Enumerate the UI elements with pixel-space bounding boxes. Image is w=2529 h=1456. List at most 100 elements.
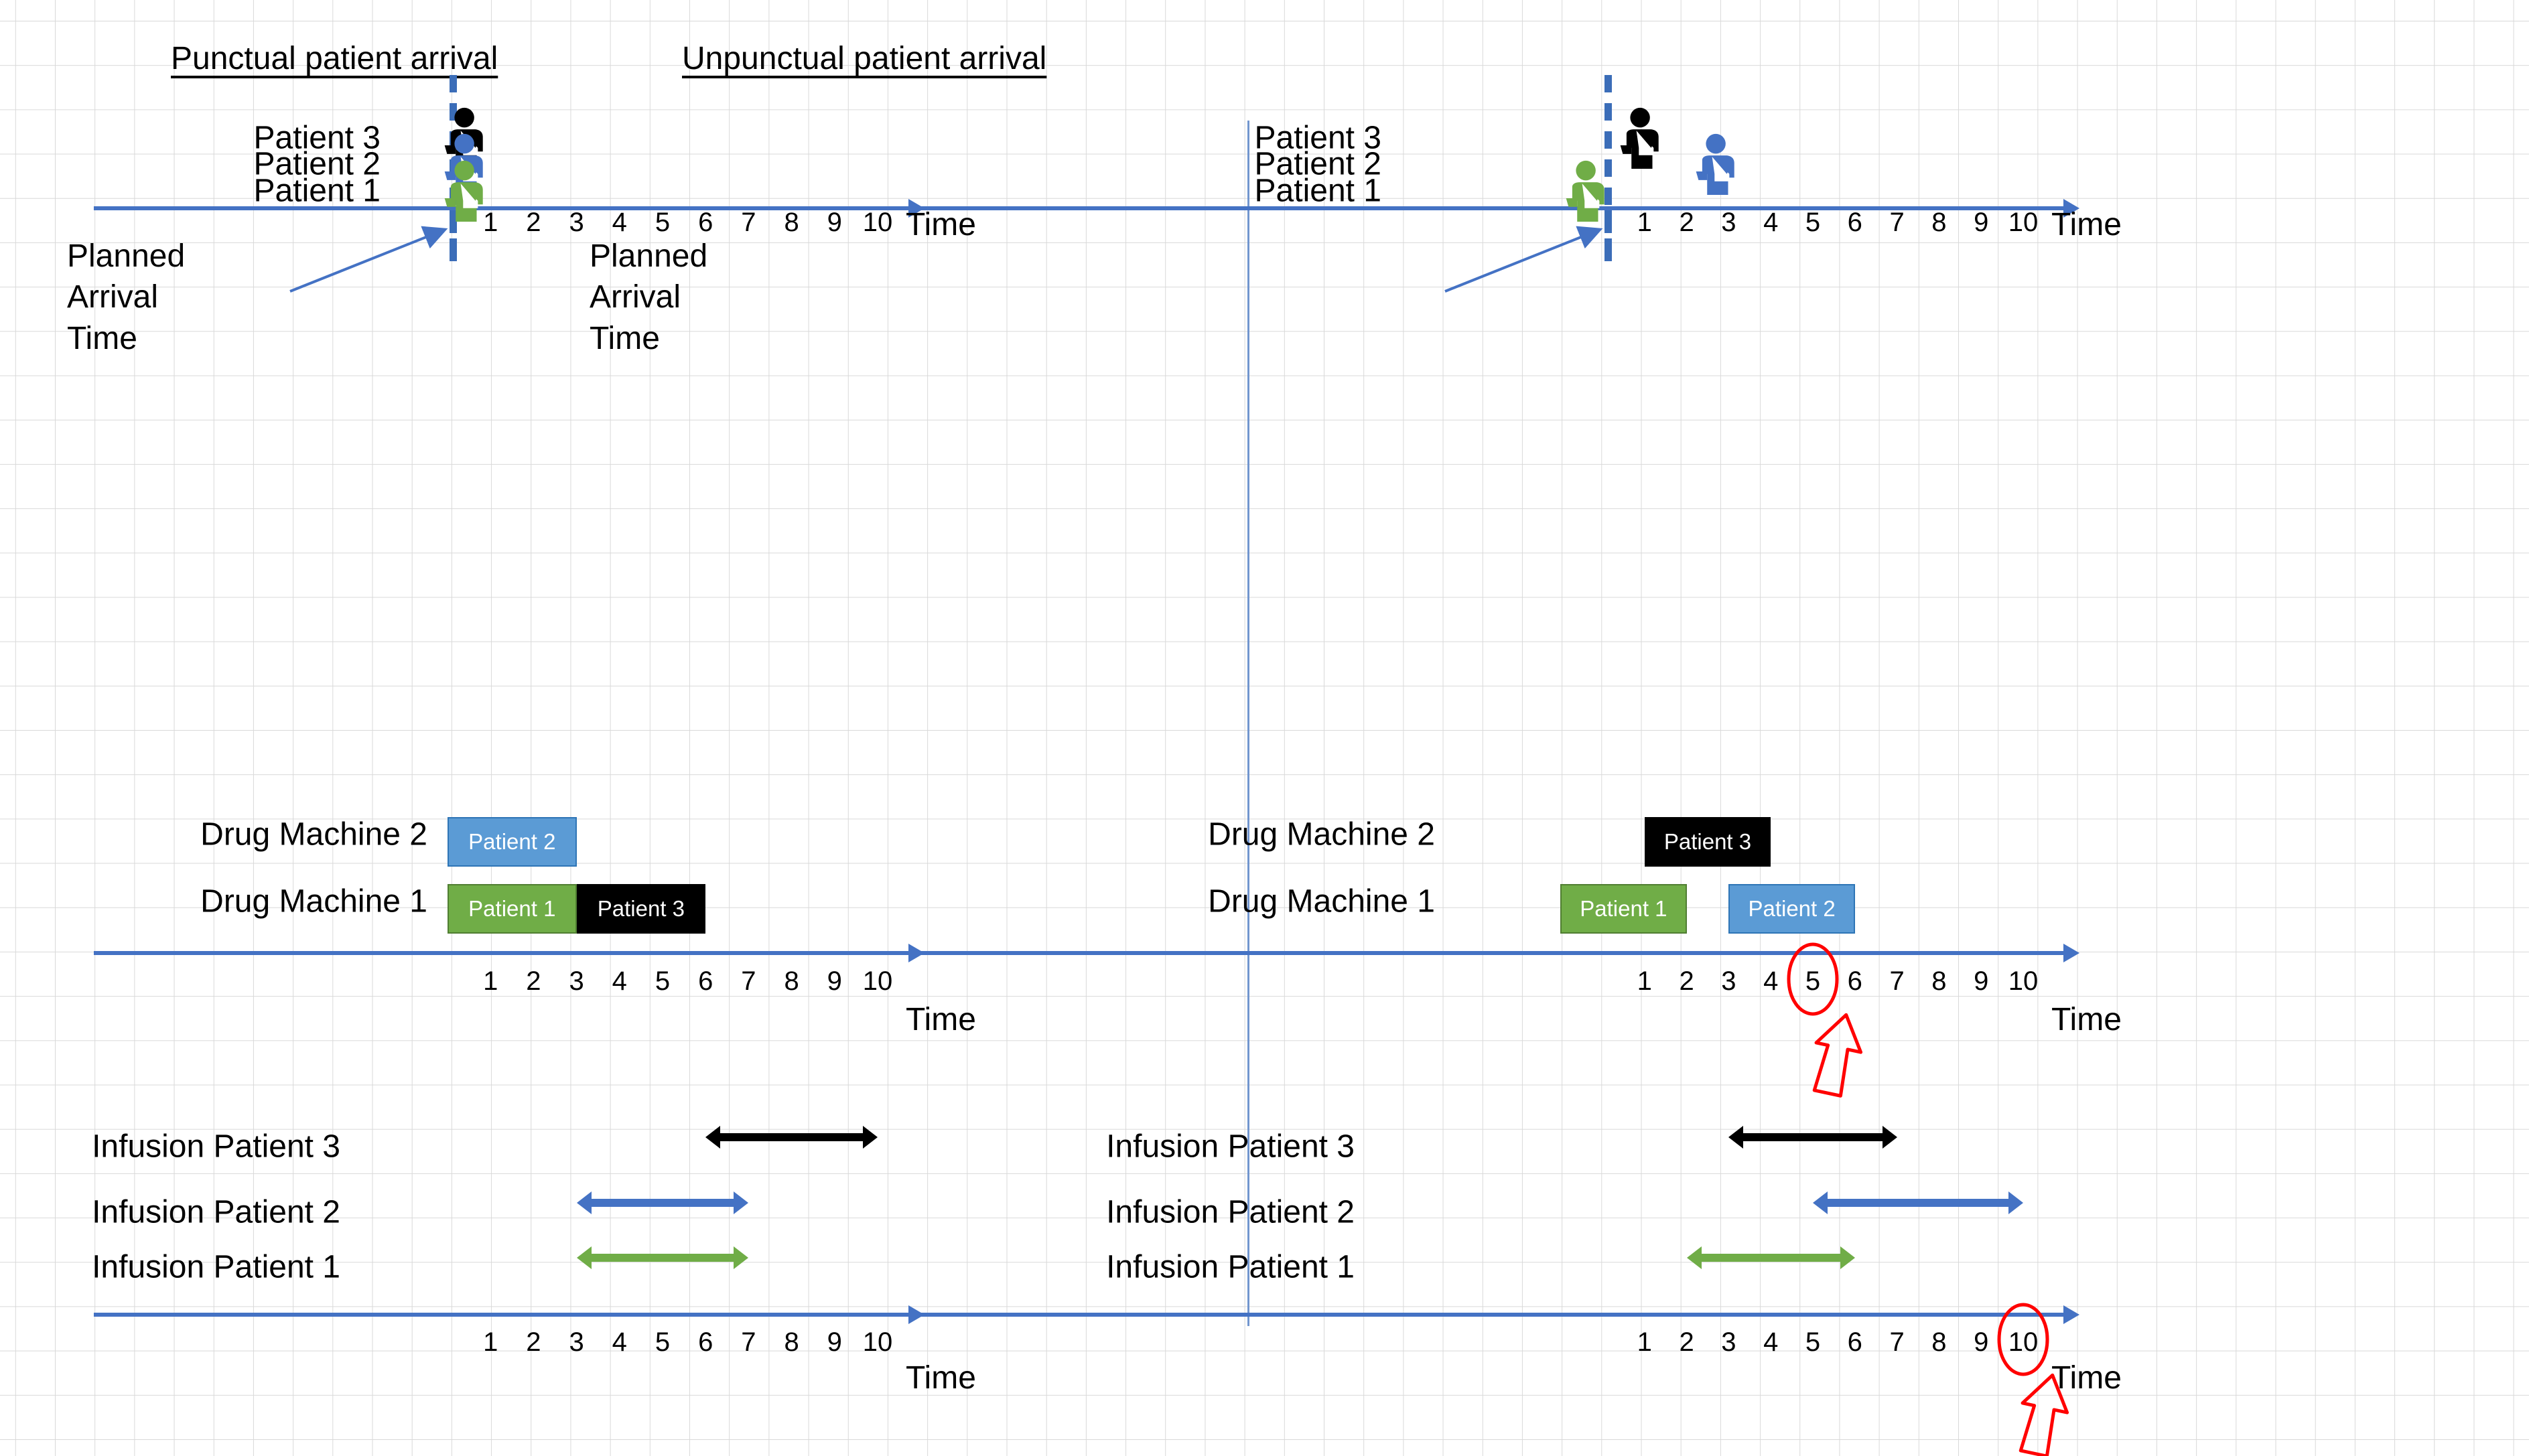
- arrow-head-right: [734, 1191, 749, 1214]
- punctual-infusion-tick-2: 2: [526, 1327, 541, 1357]
- unpunctual-infusion-label-1: Infusion Patient 1: [1106, 1249, 1355, 1285]
- punctual-infusion-tick-9: 9: [827, 1327, 842, 1357]
- unpunctual-infusion-label-3: Infusion Patient 3: [1106, 1129, 1355, 1165]
- arrow-shaft: [587, 1254, 738, 1262]
- unpunctual-arrival-time-axis: [616, 199, 2079, 218]
- unpunctual-patient-icon-patient-3: [1621, 107, 1659, 169]
- punctual-arrival-label-1: Patient 1: [253, 173, 381, 209]
- punctual-arrival-tick-7: 7: [741, 208, 756, 237]
- punctual-infusion-tick-7: 7: [741, 1327, 756, 1357]
- arrow-head-left: [576, 1246, 592, 1269]
- unpunctual-arrival-tick-10: 10: [2008, 208, 2039, 237]
- arrow-head-right: [862, 1126, 878, 1149]
- unpunctual-arrival-label-1: Patient 1: [1254, 173, 1381, 209]
- unpunctual-machine-tick-2: 2: [1679, 966, 1694, 996]
- unpunctual-infusion-tick-3: 3: [1721, 1327, 1736, 1357]
- unpunctual-infusion-arrow-2: [1813, 1191, 2023, 1214]
- punctual-arrival-label-2: Patient 2: [253, 146, 381, 182]
- punctual-job-bar-patient-1[interactable]: Patient 1: [448, 884, 577, 934]
- punctual-job-bar-patient-3[interactable]: Patient 3: [576, 884, 706, 934]
- unpunctual-infusion-arrow-1: [1686, 1246, 1855, 1269]
- unpunctual-planned-arrival-line: [1604, 75, 1612, 269]
- unpunctual-arrival-tick-5: 5: [1805, 208, 1821, 237]
- punctual-machine-tick-5: 5: [655, 966, 671, 996]
- punctual-infusion-label-3: Infusion Patient 3: [92, 1129, 340, 1165]
- arrow-head-left: [1813, 1191, 1828, 1214]
- arrow-head-left: [576, 1191, 592, 1214]
- punctual-machine-time-label: Time: [906, 1002, 976, 1037]
- punctual-machine-tick-7: 7: [741, 966, 756, 996]
- unpunctual-infusion-time-label: Time: [2051, 1360, 2122, 1396]
- punctual-arrival-label-3: Patient 3: [253, 120, 381, 156]
- punctual-patient-icon-patient-1: [444, 160, 483, 222]
- punctual-machine-tick-10: 10: [862, 966, 893, 996]
- unpunctual-planned-arrival-note: Planned Arrival Time: [590, 238, 708, 356]
- unpunctual-job-bar-patient-3[interactable]: Patient 3: [1644, 817, 1771, 867]
- punctual-infusion-tick-10: 10: [862, 1327, 893, 1357]
- unpunctual-machine-tick-1: 1: [1637, 966, 1652, 996]
- punctual-arrival-tick-8: 8: [784, 208, 799, 237]
- punctual-infusion-tick-6: 6: [698, 1327, 713, 1357]
- unpunctual-infusion-arrow-3: [1728, 1126, 1897, 1149]
- punctual-planned-arrival-line-lower: [450, 210, 457, 264]
- unpunctual-machine-tick-5-highlighted: 5: [1805, 966, 1821, 996]
- arrow-shaft: [1697, 1254, 1844, 1262]
- axis-arrowhead: [2063, 199, 2079, 218]
- arrow-head-left: [1728, 1126, 1744, 1149]
- unpunctual-machine-label-2: Drug Machine 2: [1208, 816, 1435, 853]
- unpunctual-machine-tick-6: 6: [1847, 966, 1862, 996]
- unpunctual-arrival-tick-6: 6: [1847, 208, 1862, 237]
- unpunctual-arrival-tick-7: 7: [1889, 208, 1905, 237]
- unpunctual-planned-arrival-line-lower: [1604, 210, 1612, 264]
- punctual-machine-tick-3: 3: [569, 966, 584, 996]
- unpunctual-arrival-tick-9: 9: [1974, 208, 1989, 237]
- unpunctual-infusion-tick-10-highlighted: 10: [2008, 1327, 2039, 1357]
- punctual-infusion-tick-3: 3: [569, 1327, 584, 1357]
- unpunctual-machine-tick-8: 8: [1931, 966, 1947, 996]
- unpunctual-patient-icon-patient-1: [1566, 160, 1604, 222]
- punctual-arrival-tick-6: 6: [698, 208, 713, 237]
- arrow-head-right: [734, 1246, 749, 1269]
- punctual-infusion-tick-8: 8: [784, 1327, 799, 1357]
- arrow-head-left: [705, 1126, 721, 1149]
- unpunctual-arrival-tick-8: 8: [1931, 208, 1947, 237]
- unpunctual-panel-title: Unpunctual patient arrival: [682, 41, 1047, 76]
- unpunctual-arrival-tick-2: 2: [1679, 208, 1694, 237]
- arrow-shaft: [1739, 1133, 1887, 1141]
- unpunctual-machine-tick-4: 4: [1763, 966, 1779, 996]
- punctual-infusion-arrow-1: [576, 1246, 749, 1269]
- unpunctual-job-bar-patient-1[interactable]: Patient 1: [1560, 884, 1687, 934]
- punctual-machine-tick-1: 1: [483, 966, 498, 996]
- punctual-machine-tick-8: 8: [784, 966, 799, 996]
- unpunctual-infusion-tick-1: 1: [1637, 1327, 1652, 1357]
- punctual-job-bar-patient-2[interactable]: Patient 2: [448, 817, 577, 867]
- arrow-head-left: [1686, 1246, 1702, 1269]
- punctual-infusion-tick-5: 5: [655, 1327, 671, 1357]
- unpunctual-job-bar-patient-2[interactable]: Patient 2: [1728, 884, 1855, 934]
- punctual-infusion-label-2: Infusion Patient 2: [92, 1194, 340, 1230]
- unpunctual-infusion-tick-5: 5: [1805, 1327, 1821, 1357]
- punctual-infusion-tick-4: 4: [612, 1327, 627, 1357]
- axis-arrowhead: [2063, 1305, 2079, 1324]
- unpunctual-machine-tick-10: 10: [2008, 966, 2039, 996]
- unpunctual-machine-time-label: Time: [2051, 1002, 2122, 1037]
- punctual-machine-label-1: Drug Machine 1: [200, 883, 427, 920]
- unpunctual-infusion-label-2: Infusion Patient 2: [1106, 1194, 1355, 1230]
- arrow-head-right: [2008, 1191, 2023, 1214]
- punctual-panel-title: Punctual patient arrival: [171, 41, 498, 76]
- punctual-arrival-tick-3: 3: [569, 208, 584, 237]
- punctual-machine-label-2: Drug Machine 2: [200, 816, 427, 853]
- punctual-infusion-tick-1: 1: [483, 1327, 498, 1357]
- punctual-arrival-tick-9: 9: [827, 208, 842, 237]
- unpunctual-machine-tick-9: 9: [1974, 966, 1989, 996]
- unpunctual-infusion-tick-9: 9: [1974, 1327, 1989, 1357]
- punctual-arrival-tick-2: 2: [526, 208, 541, 237]
- unpunctual-arrival-label-2: Patient 2: [1254, 146, 1381, 182]
- arrow-head-right: [1840, 1246, 1855, 1269]
- arrow-shaft: [716, 1133, 867, 1141]
- unpunctual-machine-tick-7: 7: [1889, 966, 1905, 996]
- unpunctual-infusion-time-axis: [616, 1305, 2079, 1324]
- arrow-head-right: [1882, 1126, 1897, 1149]
- punctual-machine-tick-6: 6: [698, 966, 713, 996]
